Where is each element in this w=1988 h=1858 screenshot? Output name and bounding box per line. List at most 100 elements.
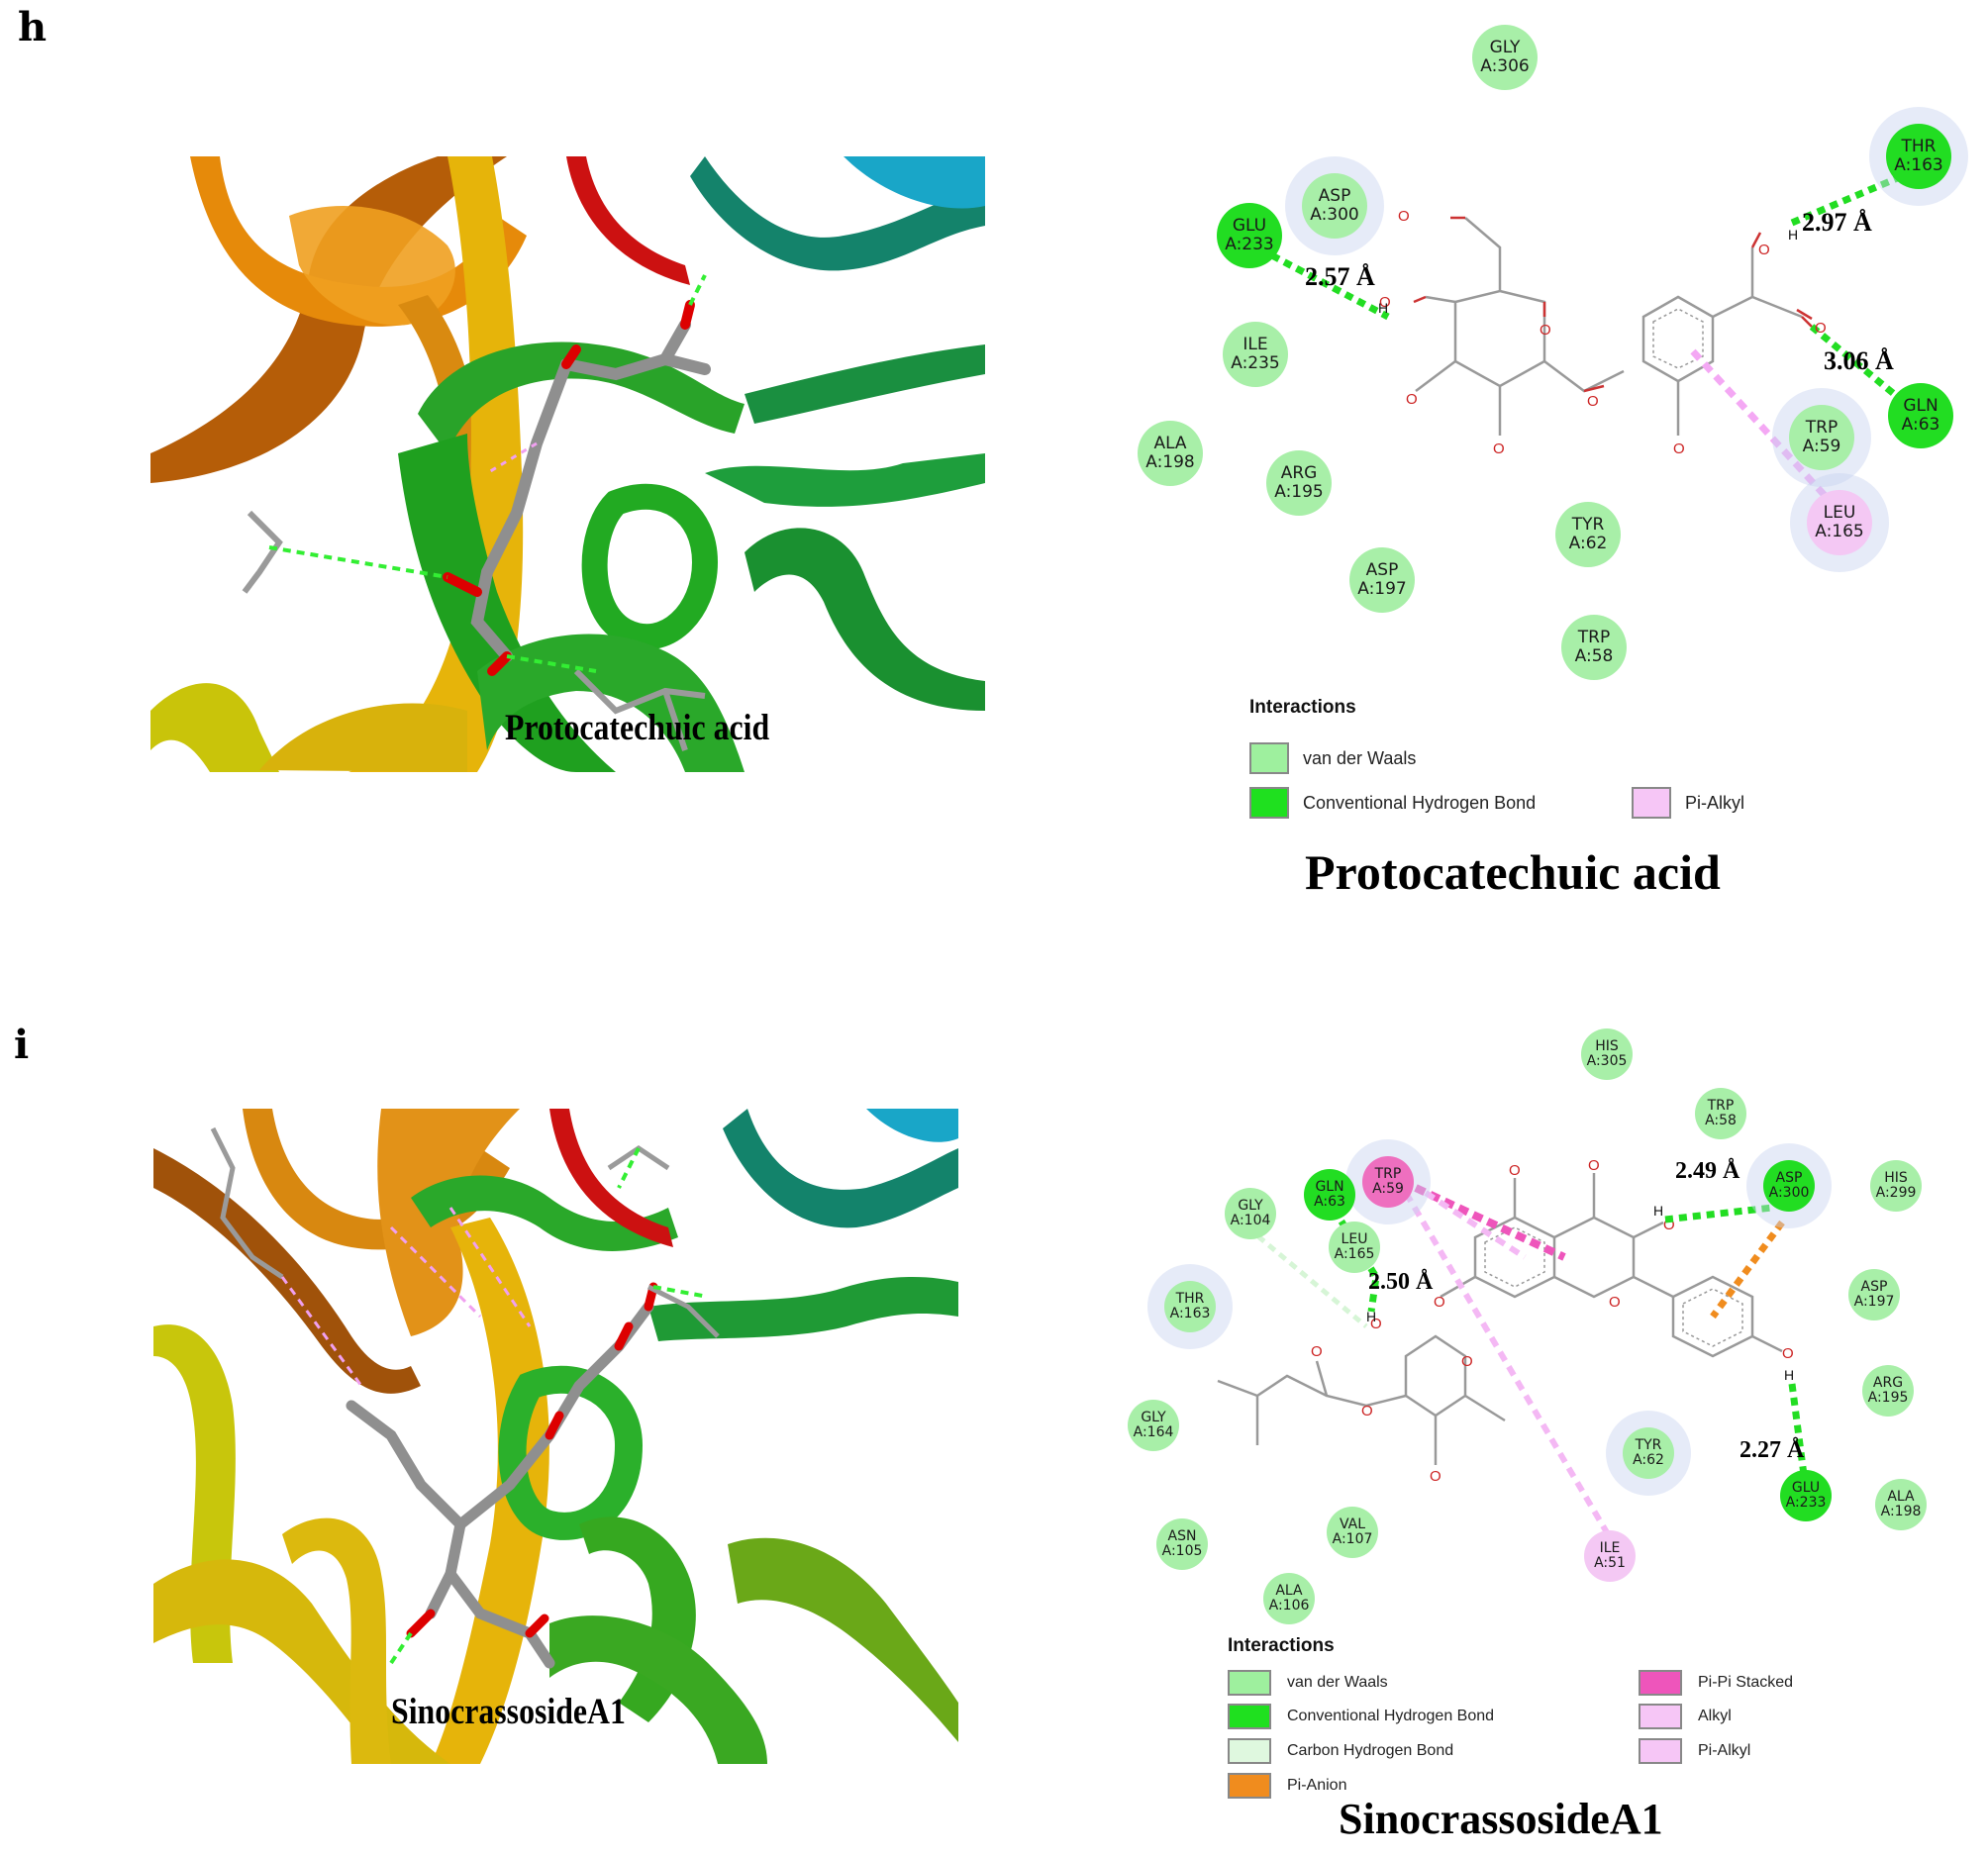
legend-label: Pi-Anion <box>1287 1777 1347 1794</box>
residue-number: A:59 <box>1372 1181 1404 1197</box>
ligand-label-3d-h: Protocatechuic acid <box>505 708 770 748</box>
legend-item: Alkyl <box>1639 1704 1732 1729</box>
residue-number: A:233 <box>1225 235 1274 254</box>
svg-text:H: H <box>1653 1203 1663 1219</box>
residue-number: A:165 <box>1334 1246 1375 1262</box>
legend-item: van der Waals <box>1228 1670 1388 1696</box>
residue-name: ASP <box>1775 1169 1803 1186</box>
residue-number: A:59 <box>1802 437 1841 456</box>
residue-name: ARG <box>1280 463 1318 484</box>
svg-text:O: O <box>1370 1316 1382 1332</box>
protein-ribbon-render-h <box>150 156 985 772</box>
residue-number: A:58 <box>1705 1113 1737 1128</box>
residue-name: GLY <box>1489 38 1521 58</box>
svg-text:O: O <box>1461 1353 1473 1370</box>
residue-number: A:63 <box>1314 1194 1345 1210</box>
residue-number: A:58 <box>1574 646 1614 666</box>
ligand-structure-h: O O O O O O O O O H H <box>1245 164 1924 528</box>
residue-name: GLY <box>1238 1197 1263 1214</box>
residue-name: ALA <box>1275 1582 1303 1599</box>
legend-swatch <box>1639 1704 1682 1729</box>
legend-label: Conventional Hydrogen Bond <box>1303 792 1537 813</box>
residue-name: ALA <box>1153 434 1187 454</box>
svg-text:O: O <box>1782 1345 1794 1362</box>
residue-name: ASP <box>1318 186 1351 207</box>
protein-3d-view-h: Protocatechuic acid <box>150 156 985 772</box>
distance-label: 2.97 Å <box>1802 208 1872 237</box>
residue-number: A:62 <box>1568 534 1608 553</box>
svg-text:O: O <box>1673 440 1685 457</box>
ligand-label-3d-i: SinocrassosideA1 <box>391 1692 626 1732</box>
legend-label: Pi-Alkyl <box>1685 792 1745 813</box>
legend-item: Conventional Hydrogen Bond <box>1228 1704 1494 1729</box>
residue-number: A:163 <box>1894 155 1943 175</box>
svg-text:O: O <box>1663 1217 1675 1233</box>
residue-name: ILE <box>1599 1539 1621 1556</box>
svg-text:H: H <box>1788 227 1798 243</box>
residue-name: ILE <box>1242 335 1268 355</box>
residue-number: A:198 <box>1145 452 1195 472</box>
legend-label: van der Waals <box>1287 1674 1388 1691</box>
svg-text:H: H <box>1366 1309 1376 1324</box>
legend-swatch <box>1249 742 1289 774</box>
legend-swatch <box>1639 1670 1682 1696</box>
diagram-caption-i: SinocrassosideA1 <box>1339 1795 1663 1843</box>
residue-name: GLU <box>1232 216 1267 237</box>
residue-name: ASP <box>1860 1278 1888 1295</box>
residue-name: TRP <box>1374 1165 1402 1182</box>
residue-number: A:63 <box>1901 415 1940 435</box>
legend-title: Interactions <box>1228 1635 1335 1656</box>
residue-name: HIS <box>1595 1037 1619 1054</box>
residue-number: A:305 <box>1586 1053 1628 1069</box>
legend-swatch <box>1228 1670 1271 1696</box>
legend-label: Conventional Hydrogen Bond <box>1287 1708 1495 1724</box>
residue-number: A:197 <box>1853 1294 1895 1310</box>
svg-text:O: O <box>1815 320 1827 337</box>
residue-number: A:195 <box>1867 1390 1909 1406</box>
legend-title: Interactions <box>1249 697 1356 718</box>
diagram-caption-h: Protocatechuic acid <box>1305 844 1721 900</box>
legend-label: Alkyl <box>1698 1708 1732 1724</box>
residue-name: HIS <box>1884 1169 1908 1186</box>
legend-item: Carbon Hydrogen Bond <box>1228 1738 1453 1764</box>
residue-name: LEU <box>1823 503 1856 524</box>
legend-swatch <box>1632 787 1671 819</box>
svg-text:O: O <box>1379 294 1391 311</box>
residue-number: A:105 <box>1161 1543 1203 1559</box>
residue-number: A:197 <box>1357 579 1407 599</box>
svg-text:O: O <box>1540 322 1551 339</box>
svg-text:O: O <box>1509 1162 1521 1179</box>
legend-item-hbond: Conventional Hydrogen Bond <box>1249 787 1536 819</box>
protein-ribbon-render-i <box>153 1109 958 1764</box>
residue-number: A:233 <box>1785 1495 1827 1511</box>
residue-name: TYR <box>1635 1436 1662 1453</box>
residue-name: TRP <box>1805 418 1839 439</box>
residue-name: ARG <box>1872 1374 1904 1391</box>
residue-name: GLU <box>1791 1479 1821 1496</box>
residue-name: GLN <box>1315 1178 1344 1195</box>
residue-number: A:195 <box>1274 482 1324 502</box>
legend-swatch <box>1228 1738 1271 1764</box>
svg-text:H: H <box>1784 1367 1794 1383</box>
legend-swatch <box>1249 787 1289 819</box>
residue-name: TRP <box>1577 628 1611 648</box>
svg-text:O: O <box>1311 1343 1323 1360</box>
